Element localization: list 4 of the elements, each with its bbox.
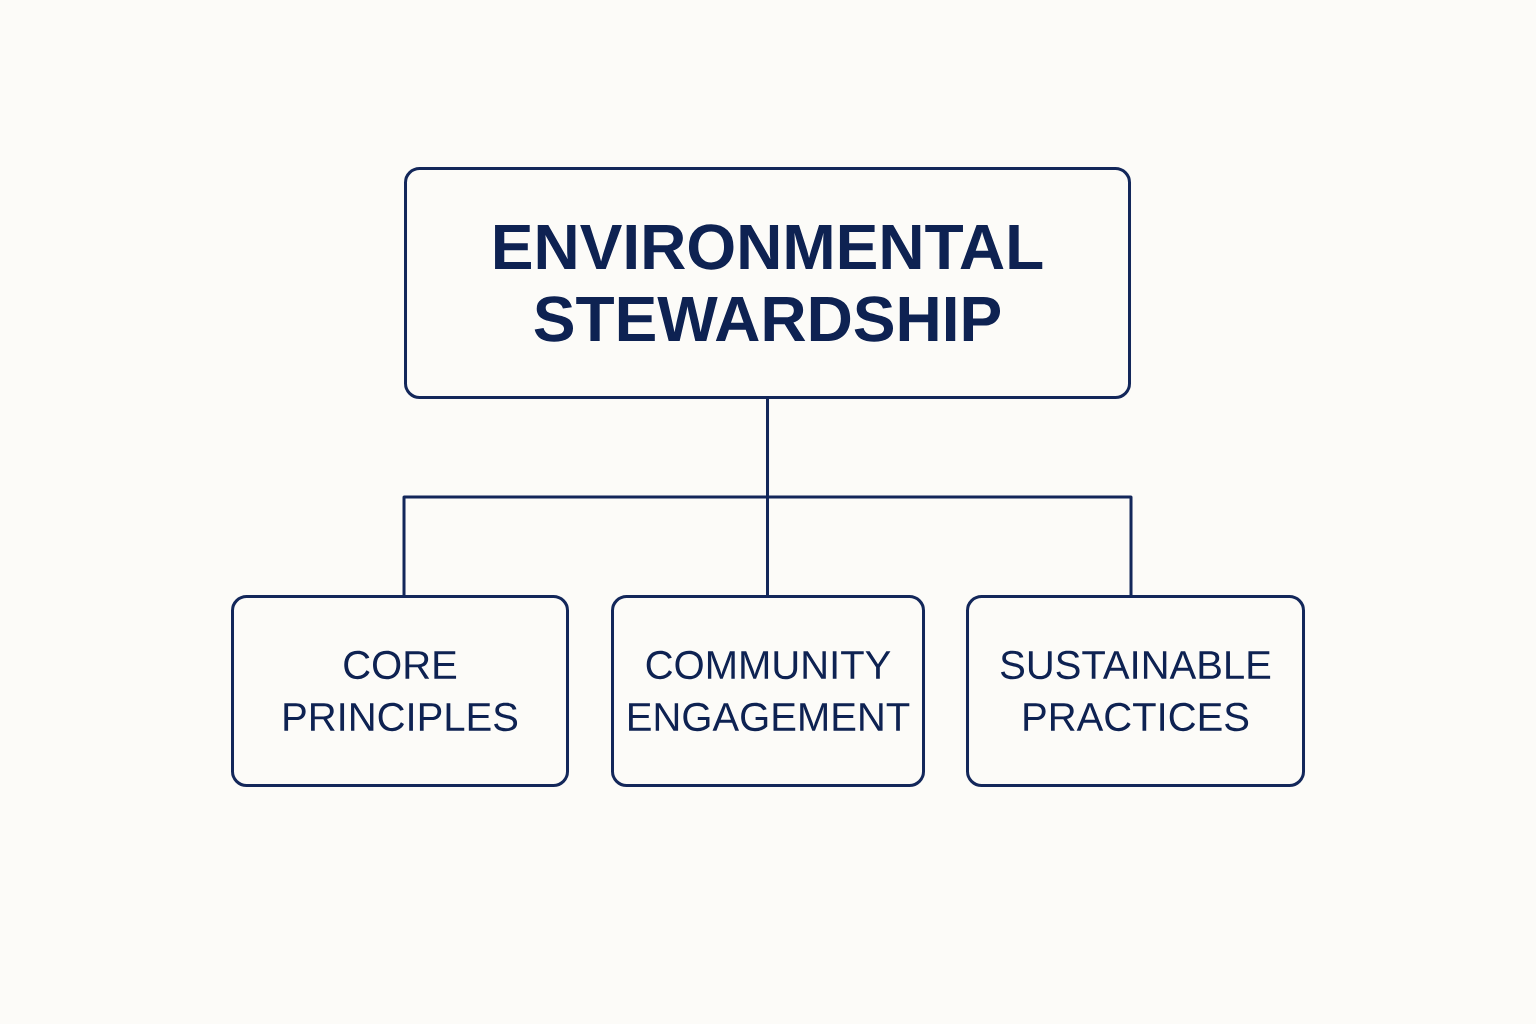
branch-box: COMMUNITY ENGAGEMENT: [611, 595, 925, 787]
branch-box: CORE PRINCIPLES: [231, 595, 569, 787]
root-box: ENVIRONMENTAL STEWARDSHIP: [404, 167, 1131, 399]
branch-box: SUSTAINABLE PRACTICES: [966, 595, 1305, 787]
